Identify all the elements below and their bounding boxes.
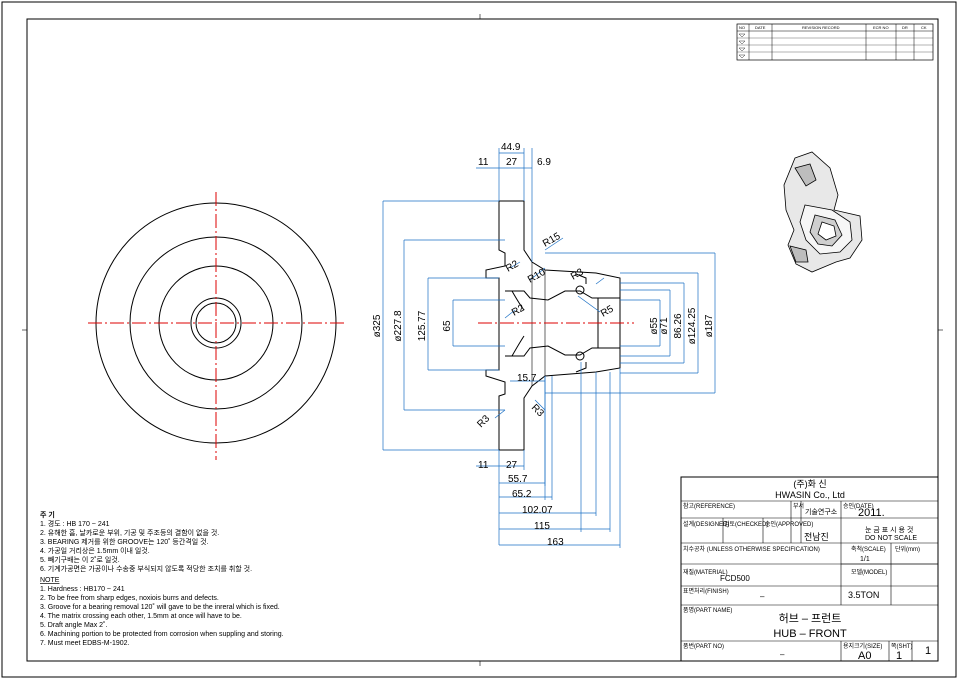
sheet-total: 1 (925, 645, 931, 657)
dim-top-6-9: 6.9 (537, 157, 551, 168)
part-name-en: HUB – FRONT (773, 628, 847, 640)
notes-kr-line: 6. 기계가공면은 가공이나 수송중 부식되지 않도록 적당한 조치를 취할 것… (40, 564, 252, 573)
sheet-label: 쪽(SHT) (891, 643, 913, 650)
rev-header-no: NO (739, 25, 745, 30)
dim-d325: ø325 (372, 314, 383, 337)
scale-value: 1/1 (860, 556, 870, 563)
unit-label: 단위(mm) (895, 545, 920, 553)
dim-55-7: 55.7 (508, 474, 528, 485)
notes-en-line: 2. To be free from sharp edges, noxiois … (40, 595, 219, 602)
notes-en-title: NOTE (40, 577, 60, 584)
notes-kr-line: 4. 가공일 거리상은 1.5mm 이내 일것. (40, 546, 150, 555)
scale-note-en: DO NOT SCALE (865, 535, 917, 542)
revision-table: NO DATE REVISION RECORD ECR NO DR CK (736, 23, 934, 61)
dept-value: 기술연구소 (805, 507, 838, 516)
dim-163: 163 (547, 537, 564, 548)
dim-d124-25: ø124.25 (687, 307, 698, 344)
finish-value: – (760, 592, 765, 601)
approved-label: 승인(APPROVED) (765, 521, 813, 528)
notes-kr-line: 3. BEARING 제거를 위한 GROOVE는 120˚ 등간격일 것. (40, 537, 209, 546)
dim-top-11: 11 (478, 157, 489, 168)
material-label: 재질(MATERIAL) (683, 568, 728, 576)
checked-label: 검토(CHECKED) (724, 521, 768, 528)
size-value: A0 (858, 650, 871, 662)
part-no-label: 품번(PART NO) (683, 642, 724, 650)
frame-ticks (22, 14, 943, 666)
material-value: FCD500 (720, 574, 750, 583)
part-no-value: – (780, 650, 785, 659)
designed-label: 설계(DESIGNED) (683, 520, 729, 528)
dim-44-9: 44.9 (501, 142, 521, 153)
rev-header-ecr: ECR NO (873, 25, 889, 30)
model-label: 모델(MODEL) (851, 568, 887, 576)
scale-label: 축척(SCALE) (851, 545, 886, 553)
dim-d187: ø187 (704, 314, 715, 337)
isometric-view (783, 151, 863, 273)
dim-bot-27: 27 (506, 460, 518, 471)
date-label: 승인(DATE) (843, 503, 874, 510)
dim-d71: ø71 (659, 317, 670, 335)
approved-name: 전남진 (804, 532, 829, 542)
rev-header-date: DATE (755, 25, 766, 30)
dim-86-26: 86.26 (673, 313, 684, 338)
company-name-en: HWASIN Co., Ltd (775, 490, 845, 500)
sheet-value: 1 (896, 650, 902, 662)
notes-kr-line: 1. 경도 : HB 170 ~ 241 (40, 519, 110, 528)
dim-65-2: 65.2 (512, 489, 532, 500)
dim-125-77: 125.77 (417, 310, 428, 341)
date-value: 2011. (858, 507, 885, 519)
inner-frame (26, 18, 939, 662)
title-block: (주)화 신 HWASIN Co., Ltd 참고(REFERENCE) 부서 … (680, 476, 939, 662)
notes-en-line: 4. The matrix crossing each other, 1.5mm… (40, 613, 242, 620)
reference-label: 참고(REFERENCE) (683, 502, 735, 510)
notes-english: NOTE 1. Hardness : HB170 ~ 241 2. To be … (40, 577, 284, 647)
notes-en-line: 1. Hardness : HB170 ~ 241 (40, 586, 125, 593)
rev-header-ck: CK (921, 25, 927, 30)
rev-header-record: REVISION RECORD (802, 25, 840, 30)
model-value: 3.5TON (848, 590, 879, 600)
dim-bot-11: 11 (478, 460, 489, 471)
dim-top-27: 27 (506, 157, 518, 168)
notes-en-line: 3. Groove for a bearing removal 120˚ wil… (40, 603, 280, 611)
scale-note-kr: 눈 금 표 시 용 것 (865, 525, 913, 534)
dim-102-07: 102.07 (522, 505, 553, 516)
notes-en-line: 7. Must meet EDBS-M-1902. (40, 640, 130, 647)
finish-label: 표면처리(FINISH) (683, 587, 729, 595)
rev-header-dr: DR (902, 25, 908, 30)
unless-label: 치수공차 (UNLESS OTHERWISE SPECIFICATION) (683, 545, 820, 553)
dim-15-7: 15.7 (517, 373, 537, 384)
dimension-text: 44.9 11 27 6.9 R15 R2 R10 R2 R3 R5 R3 R3… (372, 142, 715, 548)
part-name-kr: 허브 – 프런트 (779, 612, 842, 625)
notes-kr-line: 2. 유해한 흠, 날카로운 부위, 기공 및 주조등의 결함이 없을 것. (40, 528, 219, 537)
size-label: 용지크기(SIZE) (843, 642, 882, 650)
dimension-lines (382, 148, 716, 548)
notes-en-line: 6. Machining portion to be protected fro… (40, 631, 284, 638)
company-name-kr: (주)화 신 (793, 479, 826, 489)
dim-d55: ø55 (649, 317, 660, 335)
notes-en-line: 5. Draft angle Max 2˚. (40, 621, 107, 629)
dim-115: 115 (534, 521, 550, 532)
notes-kr-line: 5. 빼기구배는 이 2˚로 일것. (40, 555, 120, 564)
front-view (88, 192, 346, 460)
dim-d227-8: ø227.8 (393, 310, 404, 342)
notes-korean: 주 기 1. 경도 : HB 170 ~ 241 2. 유해한 흠, 날카로운 … (40, 510, 252, 573)
dim-65: 65 (442, 320, 453, 332)
part-name-label: 품명(PART NAME) (683, 606, 732, 614)
notes-kr-title: 주 기 (40, 510, 55, 519)
dept-label: 부서 (793, 502, 804, 510)
